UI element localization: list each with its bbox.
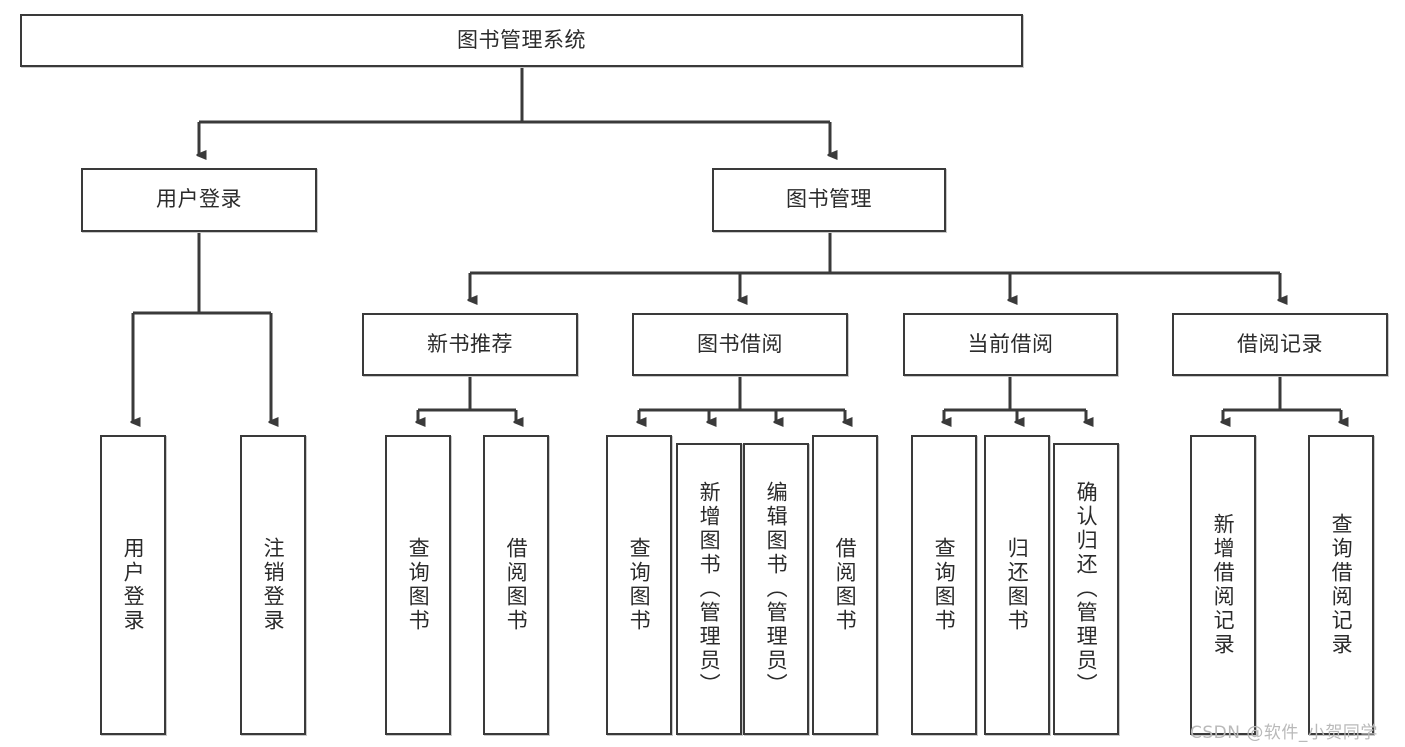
node-label: 新增图书（管理员） — [697, 481, 722, 697]
node-label: 图书借阅 — [697, 331, 783, 356]
node-leaf-borrow-book-rec[interactable]: 借阅图书 — [483, 435, 549, 735]
node-label: 图书管理 — [786, 187, 872, 212]
node-label: 查询图书 — [932, 537, 957, 633]
node-label: 借阅记录 — [1237, 331, 1323, 356]
node-leaf-borrow-book[interactable]: 借阅图书 — [812, 435, 878, 735]
node-label: 查询借阅记录 — [1329, 513, 1354, 657]
node-label: 借阅图书 — [504, 537, 529, 633]
node-leaf-user-login[interactable]: 用户登录 — [100, 435, 166, 735]
node-label: 当前借阅 — [967, 331, 1054, 356]
node-label: 借阅图书 — [833, 537, 858, 633]
node-label: 新增借阅记录 — [1211, 513, 1236, 657]
node-label: 用户登录 — [121, 537, 146, 633]
node-leaf-logout[interactable]: 注销登录 — [240, 435, 306, 735]
node-label: 查询图书 — [627, 537, 652, 633]
node-book-management[interactable]: 图书管理 — [712, 168, 946, 232]
node-leaf-query-borrow-record[interactable]: 查询借阅记录 — [1308, 435, 1374, 735]
node-leaf-query-book-rec[interactable]: 查询图书 — [385, 435, 451, 735]
node-leaf-query-book-borrow[interactable]: 查询图书 — [606, 435, 672, 735]
node-leaf-add-borrow-record[interactable]: 新增借阅记录 — [1190, 435, 1256, 735]
node-borrow-record[interactable]: 借阅记录 — [1172, 313, 1388, 376]
node-current-borrow[interactable]: 当前借阅 — [903, 313, 1118, 376]
node-leaf-return-book[interactable]: 归还图书 — [984, 435, 1050, 735]
node-new-book-recommend[interactable]: 新书推荐 — [362, 313, 578, 376]
node-leaf-edit-book-admin[interactable]: 编辑图书（管理员） — [743, 443, 809, 735]
node-leaf-confirm-return-admin[interactable]: 确认归还（管理员） — [1053, 443, 1119, 735]
node-label: 用户登录 — [156, 187, 242, 212]
node-user-login[interactable]: 用户登录 — [81, 168, 317, 232]
node-label: 图书管理系统 — [457, 27, 586, 52]
node-label: 新书推荐 — [427, 331, 513, 356]
node-root-system[interactable]: 图书管理系统 — [20, 14, 1023, 67]
node-book-borrow[interactable]: 图书借阅 — [632, 313, 848, 376]
watermark-csdn: CSDN @软件_小贺同学 — [1190, 723, 1378, 743]
node-label: 编辑图书（管理员） — [764, 481, 789, 697]
node-leaf-query-book-current[interactable]: 查询图书 — [911, 435, 977, 735]
node-label: 归还图书 — [1005, 537, 1030, 633]
node-label: 查询图书 — [406, 537, 431, 633]
node-label: 确认归还（管理员） — [1074, 481, 1099, 697]
node-leaf-add-book-admin[interactable]: 新增图书（管理员） — [676, 443, 742, 735]
node-label: 注销登录 — [261, 537, 286, 633]
